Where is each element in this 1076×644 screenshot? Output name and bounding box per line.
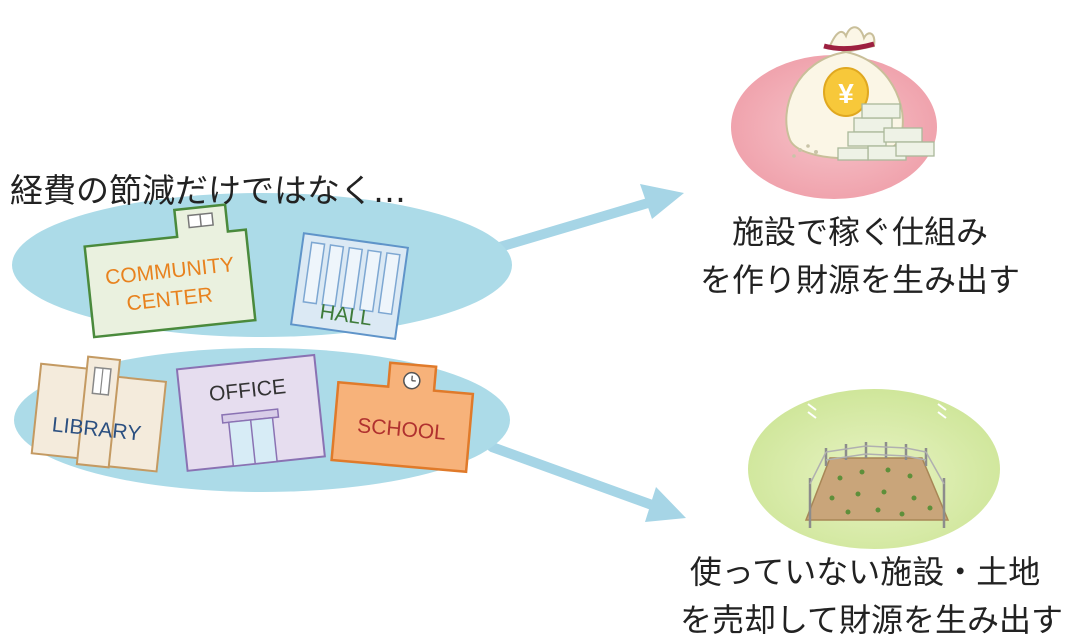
school-clock-icon bbox=[403, 372, 420, 389]
earn-caption-line-1: 施設で稼ぐ仕組み bbox=[690, 208, 1030, 256]
office-building: OFFICE bbox=[177, 355, 325, 471]
earn-caption-line-2: を作り財源を生み出す bbox=[690, 256, 1030, 304]
money-bag-yen-icon: ¥ bbox=[731, 27, 937, 199]
arrow-to-sell bbox=[492, 447, 686, 522]
sell-caption-line-2: を売却して財源を生み出す bbox=[680, 596, 1050, 644]
hall-building: HALL bbox=[291, 233, 408, 339]
earn-caption: 施設で稼ぐ仕組み を作り財源を生み出す bbox=[690, 208, 1030, 304]
facility-group-upper: COMMUNITY CENTER HALL bbox=[12, 193, 512, 339]
page-heading: 経費の節減だけではなく… bbox=[10, 164, 406, 212]
sell-caption: 使っていない施設・土地 を売却して財源を生み出す bbox=[680, 548, 1050, 644]
sell-caption-line-1: 使っていない施設・土地 bbox=[680, 548, 1050, 596]
vacant-land-icon bbox=[748, 389, 1000, 549]
facility-group-lower: LIBRARY OFFICE SCHOOL bbox=[14, 348, 510, 492]
yen-symbol: ¥ bbox=[838, 78, 854, 109]
arrow-to-earn bbox=[493, 184, 684, 249]
